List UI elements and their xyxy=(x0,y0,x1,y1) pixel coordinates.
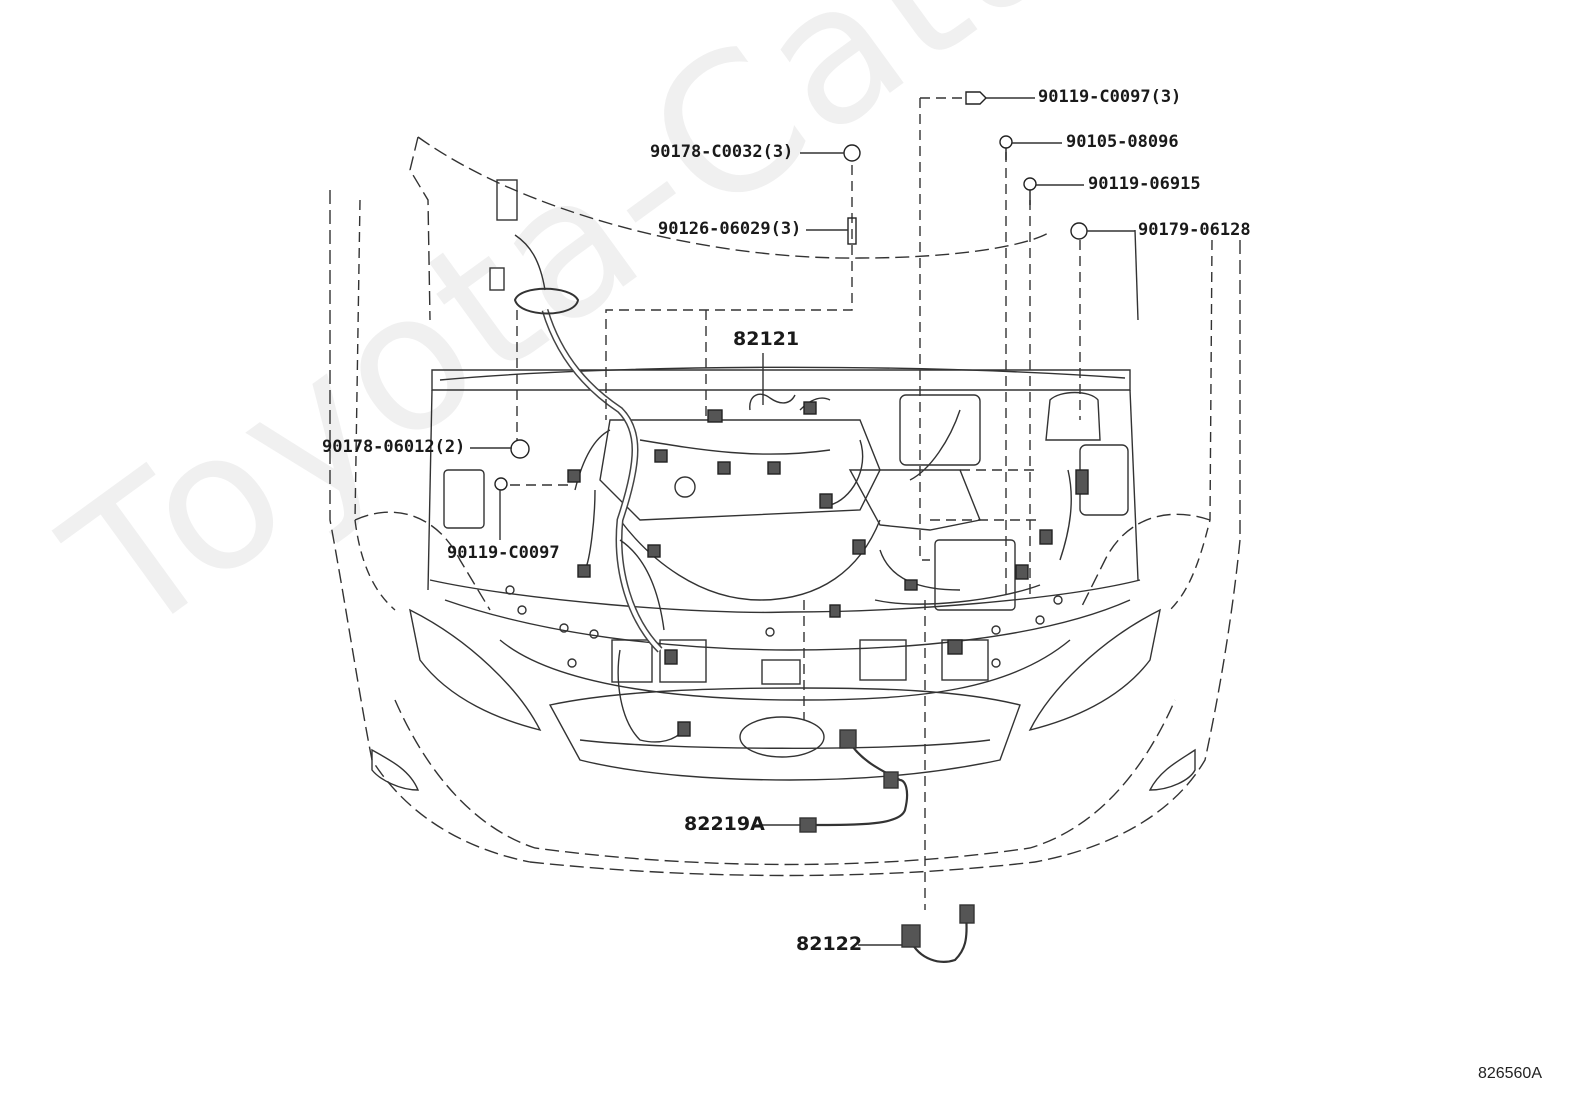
emblem xyxy=(739,716,825,758)
grille-outline xyxy=(548,687,1021,781)
harness-branch-j xyxy=(1059,469,1072,561)
harness-branch-h xyxy=(619,539,665,631)
harness-branch-k xyxy=(584,489,596,571)
bay-right-wall xyxy=(1129,389,1139,581)
left-headlight xyxy=(409,608,542,732)
figure-code: 826560A xyxy=(1477,1065,1542,1082)
bumper-contour xyxy=(394,699,1176,866)
harness-trunk-fill xyxy=(543,309,662,652)
right-headlight xyxy=(1028,608,1161,732)
radiator-support xyxy=(429,579,1141,614)
engine-cover xyxy=(599,419,881,521)
oil-cap xyxy=(674,476,696,498)
part-label-82122: 82122 xyxy=(796,933,863,955)
harness-branch-a xyxy=(749,393,796,411)
part-label-90105-08096: 90105-08096 xyxy=(1066,132,1179,152)
harness-branch-g xyxy=(909,409,961,481)
hood-left-edge xyxy=(409,136,431,321)
harness-branch-b xyxy=(799,397,831,411)
bracket-3 xyxy=(761,659,801,685)
coolant-reservoir xyxy=(1045,391,1101,441)
front-crossmember xyxy=(499,639,1071,701)
body-right-inner xyxy=(1169,239,1213,611)
body-right-outline xyxy=(1034,240,1241,863)
bumper-bottom xyxy=(529,861,1036,877)
branch-connector xyxy=(489,267,505,291)
harness-trunk xyxy=(541,308,663,653)
connector-82219a-end xyxy=(799,817,817,833)
bracket-4 xyxy=(859,639,907,681)
part-label-90178-06012-2: 90178-06012(2) xyxy=(322,437,466,457)
left-fender xyxy=(354,511,491,611)
ecu-box xyxy=(934,539,1016,611)
firewall-grommet xyxy=(513,287,580,315)
harness-82122 xyxy=(909,914,968,963)
bay-left-wall xyxy=(427,389,433,591)
hood-outline xyxy=(417,136,1051,259)
engine-lower xyxy=(619,519,881,601)
bracket-2 xyxy=(659,639,707,683)
right-fender xyxy=(1079,513,1211,611)
part-label-90179-06128: 90179-06128 xyxy=(1138,220,1251,240)
part-label-90119-c0097-3: 90119-C0097(3) xyxy=(1038,87,1182,107)
connector-82122-b xyxy=(959,904,975,924)
part-label-90178-c0032-3: 90178-C0032(3) xyxy=(650,142,794,162)
harness-connectors xyxy=(567,401,1089,737)
label-leaders xyxy=(470,97,1135,946)
part-label-90119-c0097: 90119-C0097 xyxy=(447,543,560,563)
intake xyxy=(848,469,981,531)
part-label-90119-06915: 90119-06915 xyxy=(1088,174,1201,194)
harness-branch-c xyxy=(574,429,611,491)
hood-right-edge xyxy=(1134,229,1139,321)
bolt-holes xyxy=(505,585,1063,668)
bulkhead-connector xyxy=(496,179,518,221)
bracket-1 xyxy=(611,639,653,683)
bracket-5 xyxy=(941,639,989,681)
body-left-inner xyxy=(354,199,396,611)
fuse-box xyxy=(443,469,485,529)
harness-82219a xyxy=(811,739,909,827)
connector-82122-a xyxy=(901,924,921,948)
harness-branch-i xyxy=(874,584,1041,605)
part-label-82219a: 82219A xyxy=(684,813,765,835)
harness-branch-l xyxy=(617,649,685,743)
harness-branch-d xyxy=(639,439,831,455)
left-fog-light xyxy=(371,748,420,791)
harness-branch-e xyxy=(829,439,864,506)
leader-lines xyxy=(510,97,1081,910)
air-cleaner xyxy=(899,394,981,466)
part-label-82121: 82121 xyxy=(733,328,800,350)
grille-inner xyxy=(579,739,991,749)
bulkhead-branch xyxy=(514,234,546,291)
radiator-support-lower xyxy=(444,599,1131,651)
connector-82219a-mid xyxy=(883,771,899,789)
connector-82219a-top xyxy=(839,729,857,749)
cowl-line xyxy=(439,366,1126,381)
part-label-90126-06029-3: 90126-06029(3) xyxy=(658,219,802,239)
right-fog-light xyxy=(1148,748,1196,791)
